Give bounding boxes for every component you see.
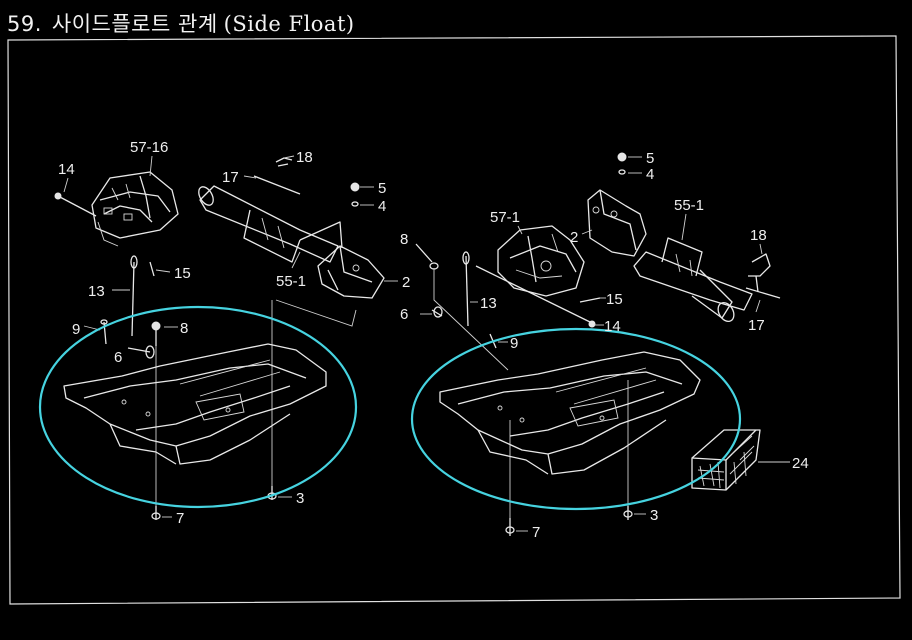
left-leader-14 bbox=[63, 177, 69, 193]
right-callout-3: 3 bbox=[650, 507, 658, 524]
right-pin-15 bbox=[579, 297, 601, 303]
right-callout-5: 5 bbox=[646, 150, 654, 167]
drawing-frame bbox=[7, 35, 901, 605]
right-bolt-3 bbox=[623, 506, 633, 520]
right-bolt-6 bbox=[431, 306, 443, 318]
page-title: 59. 사이드플로트 관계(Side Float) bbox=[7, 8, 355, 38]
left-arm-55-1 bbox=[198, 185, 343, 263]
right-callout-6: 6 bbox=[400, 306, 408, 323]
left-screw-9 bbox=[100, 319, 108, 345]
right-bolt-8 bbox=[415, 243, 439, 270]
left-callout-57-16: 57-16 bbox=[130, 139, 168, 156]
section-number: 59. bbox=[7, 12, 42, 36]
right-nut-5 bbox=[617, 152, 627, 162]
left-nut-5 bbox=[350, 182, 360, 192]
right-callout-4: 4 bbox=[646, 166, 654, 183]
left-callout-5: 5 bbox=[378, 180, 386, 197]
left-side-float-assembly: 57-16 14 17 18 5 4 15 13 55-1 2 9 8 6 7 … bbox=[38, 139, 410, 527]
left-bolt-3 bbox=[267, 486, 277, 500]
left-pin-15 bbox=[149, 261, 155, 277]
right-mesh-block-24 bbox=[691, 429, 761, 491]
right-callout-8: 8 bbox=[400, 231, 408, 248]
section-title-english: (Side Float) bbox=[223, 12, 355, 36]
right-highlight-ellipse bbox=[410, 327, 742, 511]
left-bolt-6 bbox=[127, 345, 155, 359]
left-bolt-14 bbox=[54, 192, 97, 217]
left-callout-4: 4 bbox=[378, 198, 386, 215]
left-callout-3: 3 bbox=[296, 490, 304, 507]
left-side-float-plate bbox=[63, 343, 327, 465]
left-callout-7: 7 bbox=[176, 510, 184, 527]
left-callout-13: 13 bbox=[88, 283, 105, 300]
right-callout-18: 18 bbox=[750, 227, 767, 244]
left-clip-18 bbox=[275, 157, 293, 167]
left-pin-17 bbox=[253, 175, 301, 195]
right-callout-57-1: 57-1 bbox=[490, 209, 520, 226]
right-callout-13: 13 bbox=[480, 295, 497, 312]
left-washer-4 bbox=[351, 201, 359, 207]
right-washer-4 bbox=[618, 169, 626, 175]
left-rod-13 bbox=[130, 255, 138, 337]
left-bracket-57-16 bbox=[91, 171, 179, 247]
section-title-korean: 사이드플로트 관계 bbox=[51, 12, 218, 36]
left-leader-57-16 bbox=[149, 155, 153, 177]
right-bolt-14 bbox=[475, 265, 596, 328]
left-bracket-2 bbox=[317, 245, 385, 299]
right-callout-24: 24 bbox=[792, 455, 809, 472]
left-callout-18: 18 bbox=[296, 149, 313, 166]
left-bolt-7 bbox=[151, 506, 161, 520]
left-bolt-8 bbox=[151, 321, 161, 346]
right-callout-17: 17 bbox=[748, 317, 765, 334]
left-leader-55-1 bbox=[291, 251, 301, 269]
right-callout-9: 9 bbox=[510, 335, 518, 352]
right-callout-55-1: 55-1 bbox=[674, 197, 704, 214]
left-callout-6: 6 bbox=[114, 349, 122, 366]
right-side-float-plate bbox=[439, 351, 701, 475]
right-bracket-2 bbox=[587, 189, 647, 257]
left-callout-55-1: 55-1 bbox=[276, 273, 306, 290]
left-callout-17: 17 bbox=[222, 169, 239, 186]
right-side-float-assembly: 5 4 57-1 8 2 55-1 18 6 13 15 14 9 17 24 … bbox=[400, 150, 809, 541]
right-callout-14: 14 bbox=[604, 318, 621, 335]
left-callout-8: 8 bbox=[180, 320, 188, 337]
left-callout-15: 15 bbox=[174, 265, 191, 282]
left-callout-14: 14 bbox=[58, 161, 75, 178]
right-rod-13 bbox=[462, 251, 470, 327]
left-highlight-ellipse bbox=[38, 305, 358, 509]
right-callout-15: 15 bbox=[606, 291, 623, 308]
left-callout-9: 9 bbox=[72, 321, 80, 338]
left-callout-2: 2 bbox=[402, 274, 410, 291]
right-callout-7: 7 bbox=[532, 524, 540, 541]
right-bolt-7 bbox=[505, 518, 515, 536]
right-clip-18 bbox=[748, 253, 771, 293]
right-bracket-57-1 bbox=[497, 225, 585, 297]
right-arm-55-1 bbox=[633, 237, 753, 322]
right-pin-17 bbox=[745, 287, 781, 299]
right-callout-2: 2 bbox=[570, 229, 578, 246]
